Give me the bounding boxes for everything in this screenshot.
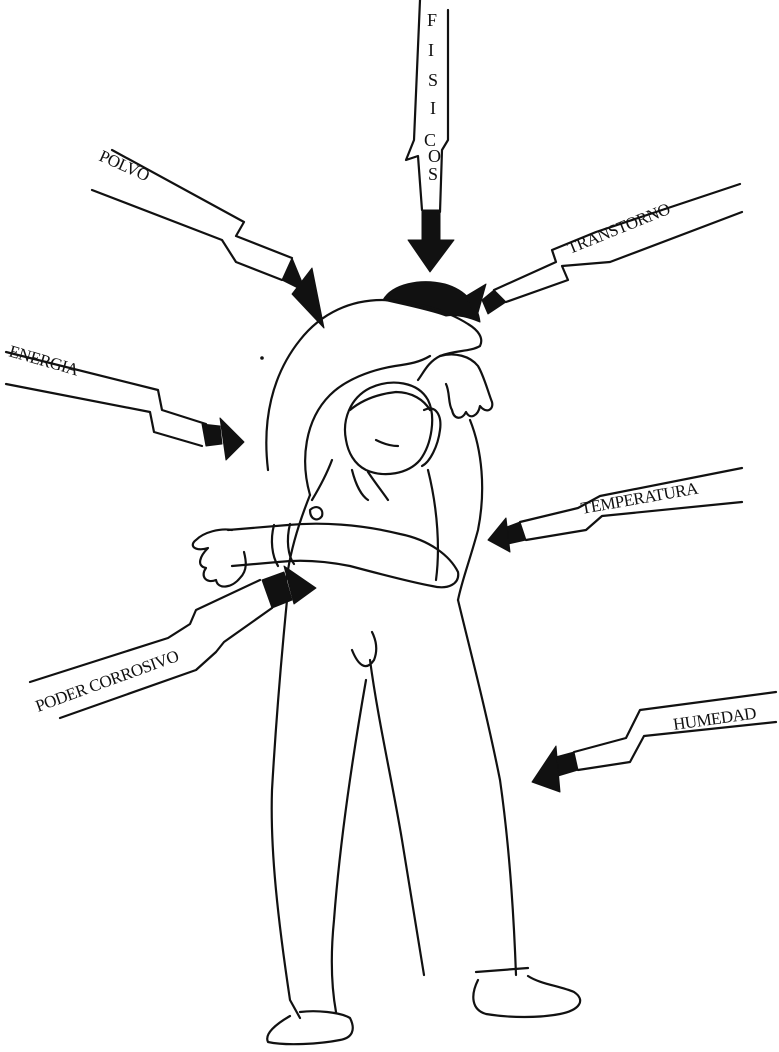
arrow-polvo: POLVO bbox=[92, 146, 324, 328]
arrow-humedad: HUMEDAD bbox=[532, 692, 776, 792]
transtorno-label: TRANSTORNO bbox=[564, 199, 672, 258]
fisicos-letter-6: S bbox=[428, 164, 438, 184]
hair bbox=[350, 392, 430, 410]
raised-arm bbox=[266, 300, 481, 470]
fisicos-letter-3: I bbox=[430, 98, 436, 118]
torso bbox=[282, 420, 482, 600]
left-shoe bbox=[267, 1011, 353, 1044]
right-shoe bbox=[473, 976, 580, 1017]
arrow-temperatura: TEMPERATURA bbox=[488, 468, 742, 552]
collar bbox=[312, 460, 388, 500]
fisicos-letter-1: I bbox=[428, 40, 434, 60]
head bbox=[345, 383, 432, 474]
arrow-transtorno: TRANSTORNO bbox=[466, 184, 742, 320]
raised-arm-inner bbox=[305, 356, 430, 495]
fisicos-letter-0: F bbox=[427, 10, 437, 30]
mouth bbox=[376, 440, 398, 446]
fisicos-letter-2: S bbox=[428, 70, 438, 90]
hand-on-head bbox=[440, 354, 492, 417]
arrow-energia: ENERGIA bbox=[6, 342, 244, 460]
ink-speck bbox=[260, 356, 264, 360]
left-leg bbox=[272, 590, 300, 1018]
forward-hand bbox=[193, 529, 246, 586]
arrow-fisicos: F I S I C O S bbox=[406, 0, 454, 272]
pant-cuff bbox=[476, 968, 528, 972]
fisicos-letter-5: O bbox=[428, 146, 441, 166]
arrow-poder-corrosivo: PODER CORROSIVO bbox=[30, 566, 316, 718]
right-leg bbox=[458, 600, 516, 975]
energia-label: ENERGIA bbox=[7, 342, 82, 380]
worker-figure bbox=[193, 282, 580, 1044]
polvo-label: POLVO bbox=[96, 146, 152, 185]
collar-button bbox=[310, 507, 322, 519]
inner-legs bbox=[332, 632, 424, 1012]
forward-arm bbox=[228, 524, 458, 588]
cuff bbox=[272, 524, 294, 566]
